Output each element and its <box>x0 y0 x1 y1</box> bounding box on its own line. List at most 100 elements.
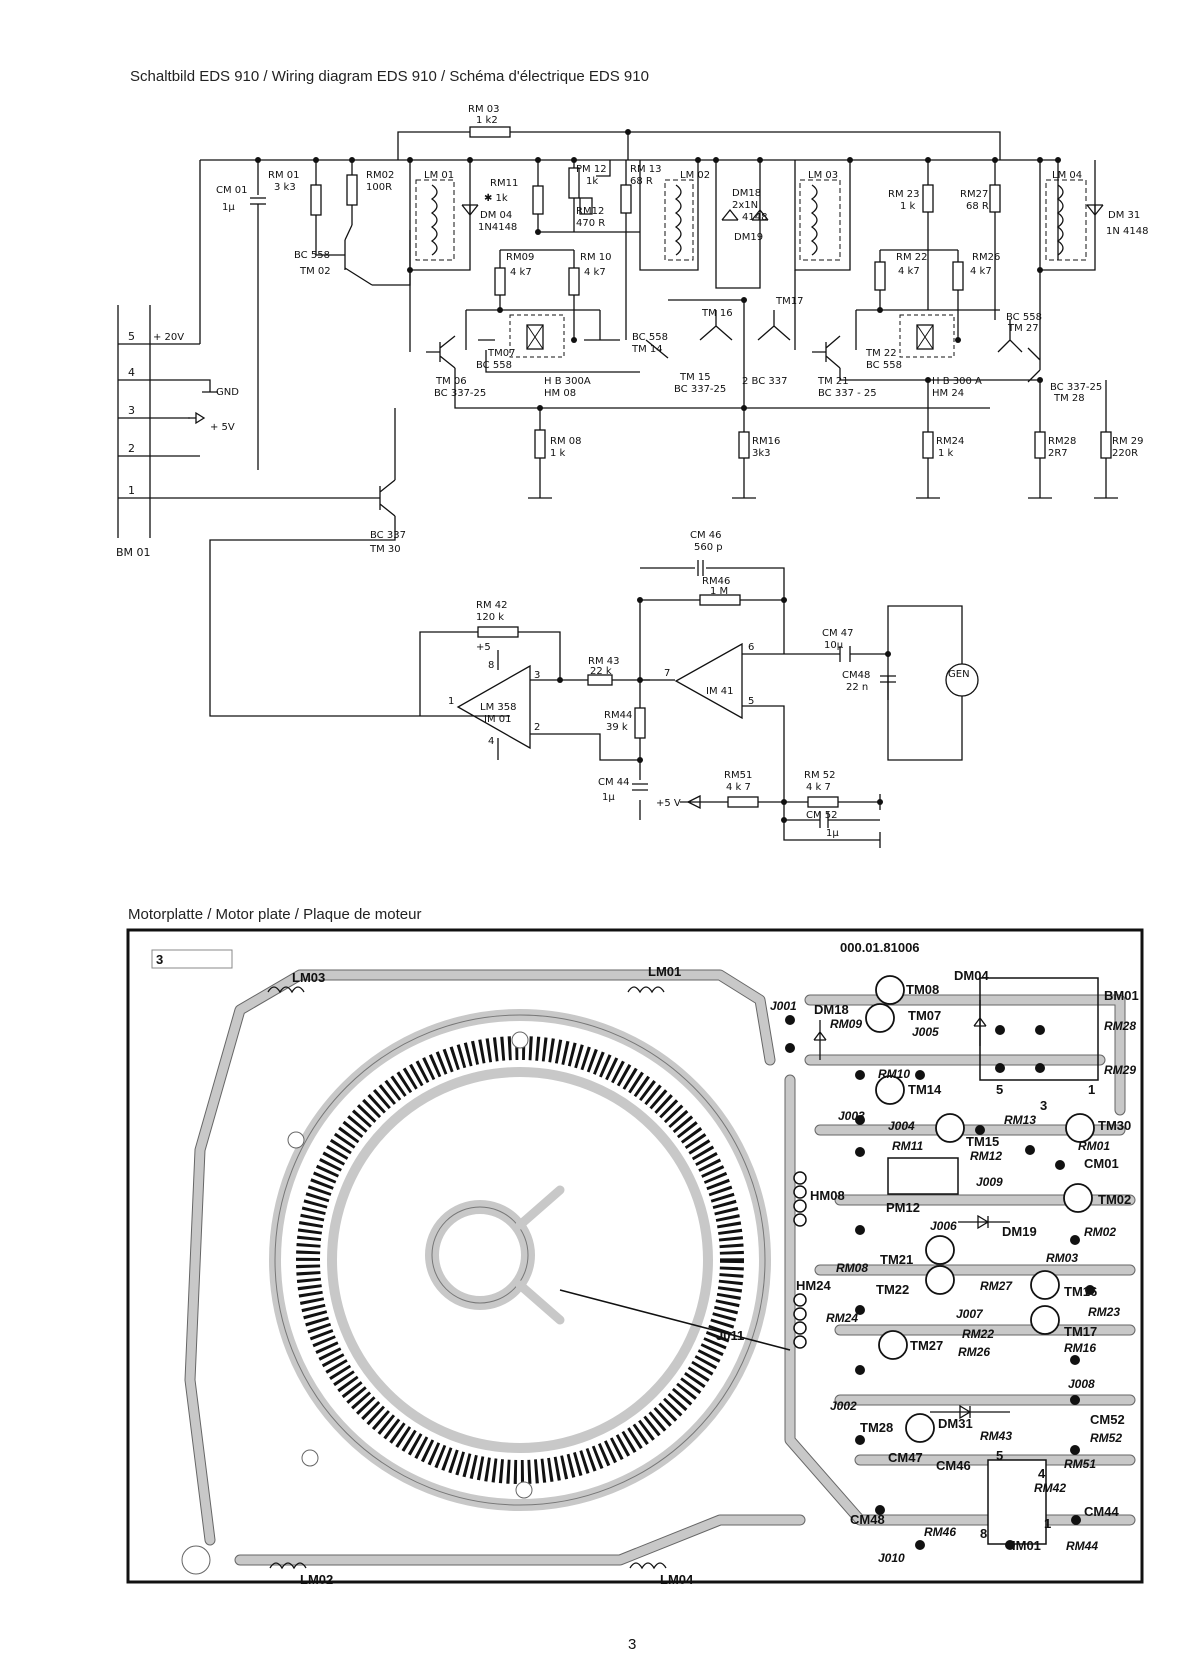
svg-text:TM 21: TM 21 <box>817 376 849 387</box>
schematic-resistors <box>310 126 1112 808</box>
svg-text:+5 V: +5 V <box>656 798 681 809</box>
svg-text:1N4148: 1N4148 <box>478 222 517 233</box>
svg-text:RM23: RM23 <box>1088 1305 1120 1319</box>
svg-text:RM51: RM51 <box>1064 1457 1096 1471</box>
svg-text:CM52: CM52 <box>1090 1412 1125 1427</box>
svg-text:4 k 7: 4 k 7 <box>806 782 831 793</box>
svg-text:RM27: RM27 <box>960 189 988 200</box>
pin-1: 1 <box>128 484 135 497</box>
svg-text:J007: J007 <box>956 1307 984 1321</box>
svg-text:DM 04: DM 04 <box>480 210 512 221</box>
svg-text:1k: 1k <box>586 176 598 187</box>
svg-text:TM 22: TM 22 <box>865 348 897 359</box>
svg-text:RM44: RM44 <box>604 710 632 721</box>
svg-text:TM07: TM07 <box>908 1008 941 1023</box>
svg-text:TM 02: TM 02 <box>299 266 331 277</box>
svg-text:CM44: CM44 <box>1084 1504 1119 1519</box>
svg-text:RM44: RM44 <box>1066 1539 1098 1553</box>
svg-text:8: 8 <box>488 660 494 671</box>
svg-text:J004: J004 <box>888 1119 915 1133</box>
schematic-wires <box>117 131 1118 848</box>
svg-text:RM22: RM22 <box>962 1327 994 1341</box>
svg-text:J003: J003 <box>838 1109 865 1123</box>
svg-text:RM28: RM28 <box>1104 1019 1136 1033</box>
svg-text:RM 23: RM 23 <box>888 189 919 200</box>
svg-text:RM 13: RM 13 <box>630 164 661 175</box>
svg-text:1 k2: 1 k2 <box>476 115 498 126</box>
svg-text:J001: J001 <box>770 999 797 1013</box>
svg-text:TM21: TM21 <box>880 1252 913 1267</box>
connector-name: BM 01 <box>116 546 151 559</box>
svg-text:3: 3 <box>1040 1098 1047 1113</box>
svg-text:RM 10: RM 10 <box>580 252 611 263</box>
svg-text:10µ: 10µ <box>824 640 844 651</box>
svg-text:CM 46: CM 46 <box>690 530 722 541</box>
svg-text:PM12: PM12 <box>886 1200 920 1215</box>
schematic-junctions <box>255 129 1061 823</box>
svg-text:2x1N: 2x1N <box>732 200 758 211</box>
svg-text:4: 4 <box>488 736 494 747</box>
svg-text:DM04: DM04 <box>954 968 989 983</box>
svg-text:TM17: TM17 <box>775 296 803 307</box>
svg-text:LM 03: LM 03 <box>808 170 838 181</box>
svg-text:LM 02: LM 02 <box>680 170 710 181</box>
svg-text:BC 337: BC 337 <box>370 530 406 541</box>
svg-text:RM 43: RM 43 <box>588 656 619 667</box>
svg-text:TM08: TM08 <box>906 982 939 997</box>
page-number: 3 <box>628 1636 637 1653</box>
svg-text:5: 5 <box>996 1448 1003 1463</box>
svg-text:BC 337 - 25: BC 337 - 25 <box>818 388 877 399</box>
pin-2: 2 <box>128 442 135 455</box>
svg-text:CM 47: CM 47 <box>822 628 854 639</box>
pcb-part-labels: BM01 RM28 RM29 DM04 TM08 TM07 J005 RM09 … <box>716 968 1139 1565</box>
svg-text:RM10: RM10 <box>878 1067 910 1081</box>
svg-text:CM48: CM48 <box>842 670 870 681</box>
svg-text:TM 15: TM 15 <box>679 372 711 383</box>
svg-text:CM47: CM47 <box>888 1450 923 1465</box>
svg-text:470 R: 470 R <box>576 218 605 229</box>
svg-text:TM22: TM22 <box>876 1282 909 1297</box>
svg-text:CM46: CM46 <box>936 1458 971 1473</box>
motor-plate: 3 000.01.81006 <box>126 928 1144 1584</box>
svg-text:BC 558: BC 558 <box>294 250 330 261</box>
svg-text:TM30: TM30 <box>1098 1118 1131 1133</box>
svg-text:RM 52: RM 52 <box>804 770 835 781</box>
svg-text:4148: 4148 <box>742 212 767 223</box>
svg-text:DM18: DM18 <box>814 1002 849 1017</box>
svg-text:2R7: 2R7 <box>1048 448 1068 459</box>
pcb-coil-labels: LM03 LM01 LM02 LM04 <box>292 964 694 1587</box>
svg-text:RM12: RM12 <box>970 1149 1002 1163</box>
svg-text:TM16: TM16 <box>1064 1284 1097 1299</box>
svg-text:2: 2 <box>534 722 540 733</box>
svg-text:BC 558: BC 558 <box>632 332 668 343</box>
svg-text:RM01: RM01 <box>1078 1139 1110 1153</box>
svg-text:RM16: RM16 <box>1064 1341 1096 1355</box>
svg-text:RM24: RM24 <box>826 1311 858 1325</box>
svg-text:RM08: RM08 <box>836 1261 868 1275</box>
svg-text:22 k: 22 k <box>590 666 612 677</box>
svg-text:BC 337-25: BC 337-25 <box>1050 382 1102 393</box>
svg-text:RM46: RM46 <box>924 1525 956 1539</box>
svg-text:68 R: 68 R <box>630 176 653 187</box>
svg-text:RM02: RM02 <box>1084 1225 1116 1239</box>
svg-text:RM26: RM26 <box>972 252 1000 263</box>
svg-text:1µ: 1µ <box>222 202 235 213</box>
svg-text:HM08: HM08 <box>810 1188 845 1203</box>
svg-text:RM26: RM26 <box>958 1345 990 1359</box>
svg-text:LM 01: LM 01 <box>424 170 454 181</box>
svg-text:TM14: TM14 <box>908 1082 942 1097</box>
svg-text:2 BC 337: 2 BC 337 <box>742 376 787 387</box>
svg-text:IM01: IM01 <box>1012 1538 1041 1553</box>
svg-text:DM18: DM18 <box>732 188 761 199</box>
svg-text:TM07: TM07 <box>487 348 515 359</box>
svg-text:J002: J002 <box>830 1399 857 1413</box>
svg-text:22 n: 22 n <box>846 682 868 693</box>
svg-text:LM 04: LM 04 <box>1052 170 1082 181</box>
svg-text:CM 52: CM 52 <box>806 810 838 821</box>
pcb-pin-marks: 5 3 1 4 5 8 1 <box>980 1082 1095 1541</box>
svg-text:TM 28: TM 28 <box>1053 393 1085 404</box>
svg-text:TM27: TM27 <box>910 1338 943 1353</box>
svg-text:BC 337-25: BC 337-25 <box>434 388 486 399</box>
svg-text:BM01: BM01 <box>1104 988 1139 1003</box>
svg-text:3k3: 3k3 <box>752 448 771 459</box>
